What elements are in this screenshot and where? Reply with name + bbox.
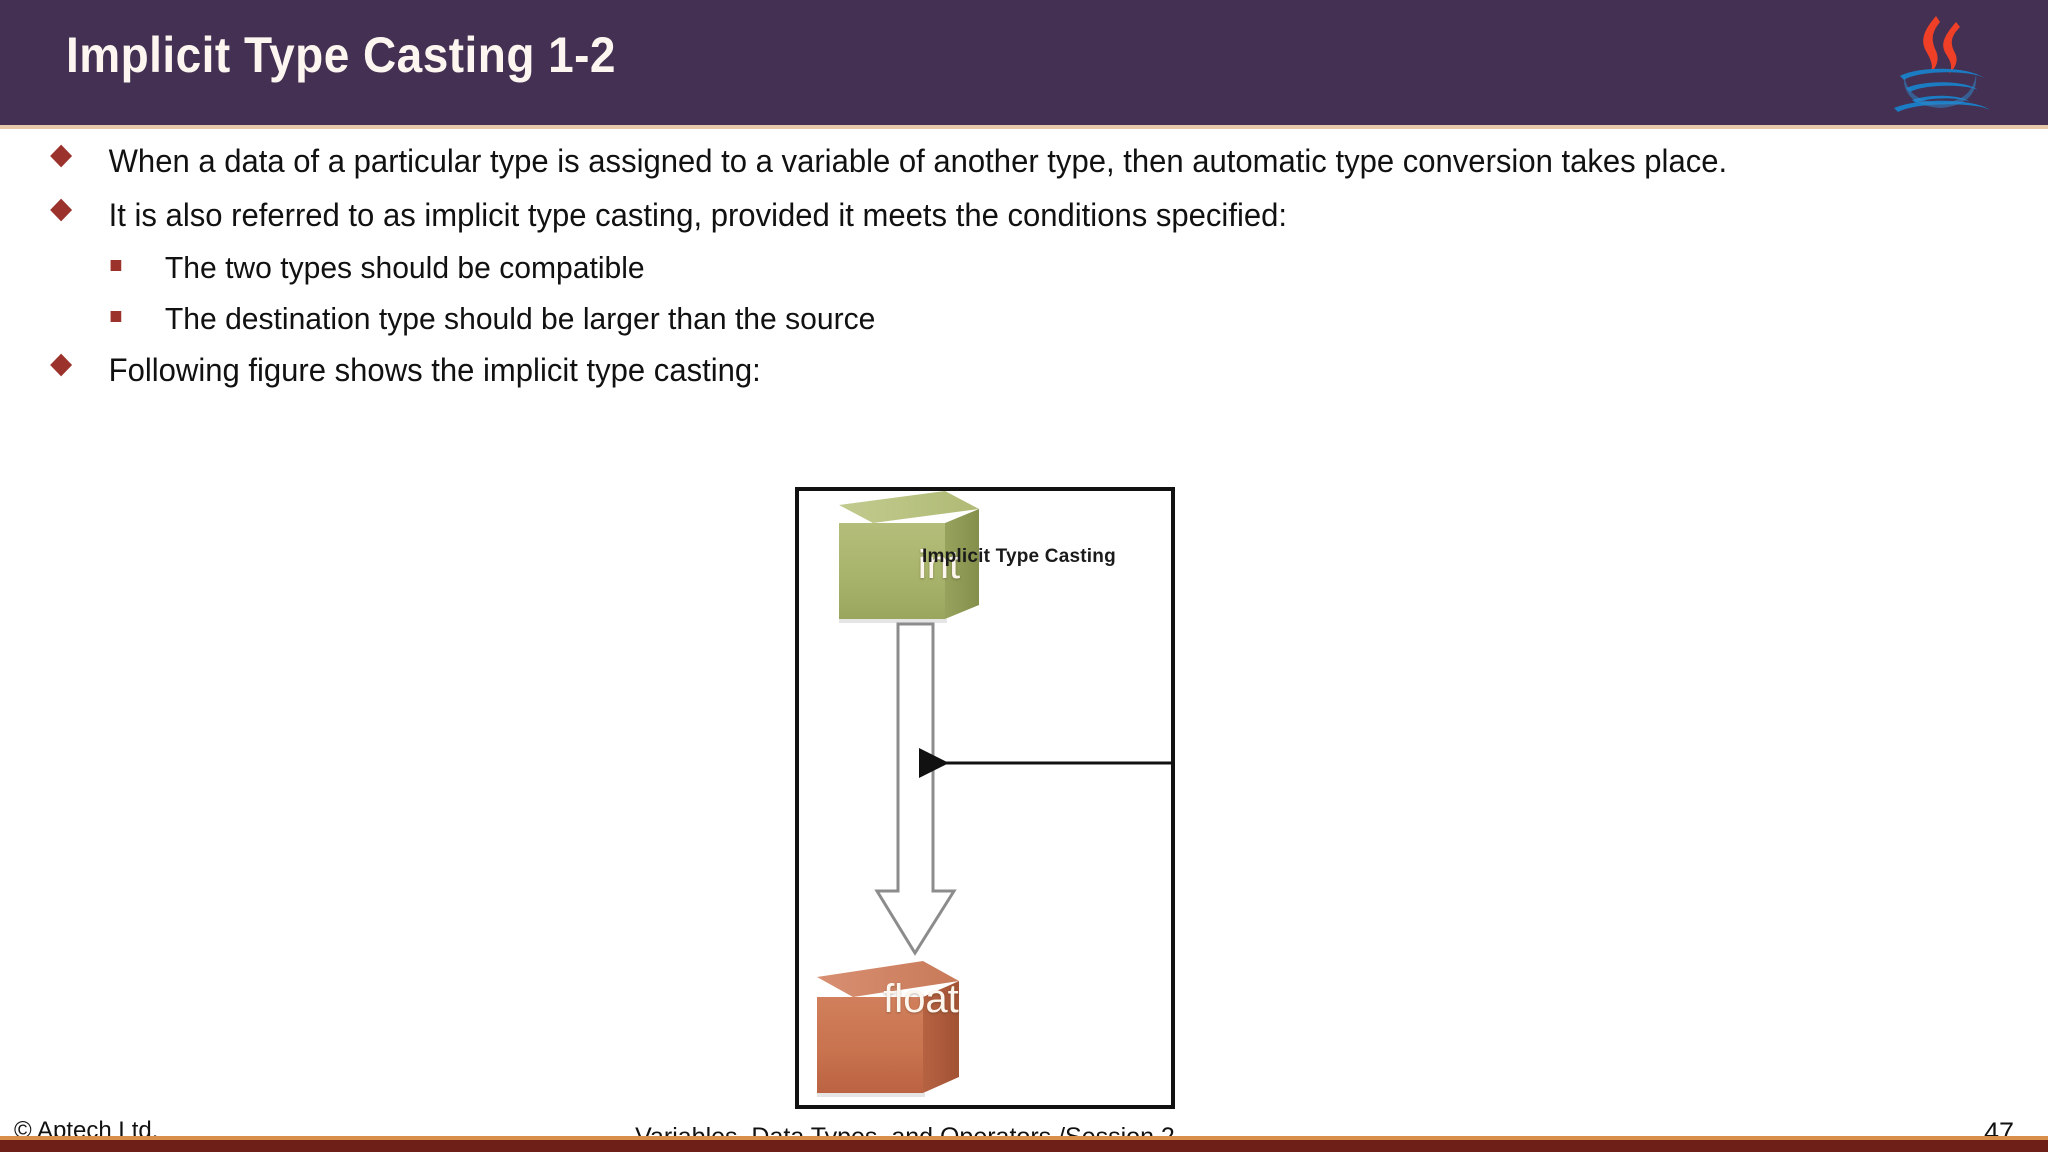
footer-accent-line [0,1136,2048,1140]
diagram-svg [817,491,1173,1097]
list-item-label: The destination type should be larger th… [164,301,876,337]
list-item: Following figure shows the implicit type… [0,349,1987,393]
java-logo-icon [1874,8,2006,126]
header-underline [0,125,2048,129]
type-casting-diagram: int float [795,487,1175,1109]
list-item: The destination type should be larger th… [0,298,1987,340]
slide-body: When a data of a particular type is assi… [0,140,2048,403]
down-arrow-shape [874,622,957,956]
int-box-shape [839,491,979,623]
footer-bar [0,1140,2048,1152]
list-item-label: The two types should be compatible [164,250,645,286]
list-item: It is also referred to as implicit type … [0,194,1987,238]
diamond-bullet-icon [50,144,73,168]
square-bullet-icon [110,311,122,323]
slide-header-bar [0,0,2048,125]
page-title: Implicit Type Casting 1-2 [66,27,616,83]
diamond-bullet-icon [50,198,73,221]
float-box-shape [817,961,959,1097]
list-item: The two types should be compatible [0,247,1987,289]
list-item: When a data of a particular type is assi… [0,140,1987,184]
list-item-label: Following figure shows the implicit type… [108,352,761,389]
diamond-bullet-icon [50,354,73,377]
square-bullet-icon [110,260,122,272]
list-item-label: When a data of a particular type is assi… [108,143,1728,179]
list-item-label: It is also referred to as implicit type … [108,196,1287,233]
